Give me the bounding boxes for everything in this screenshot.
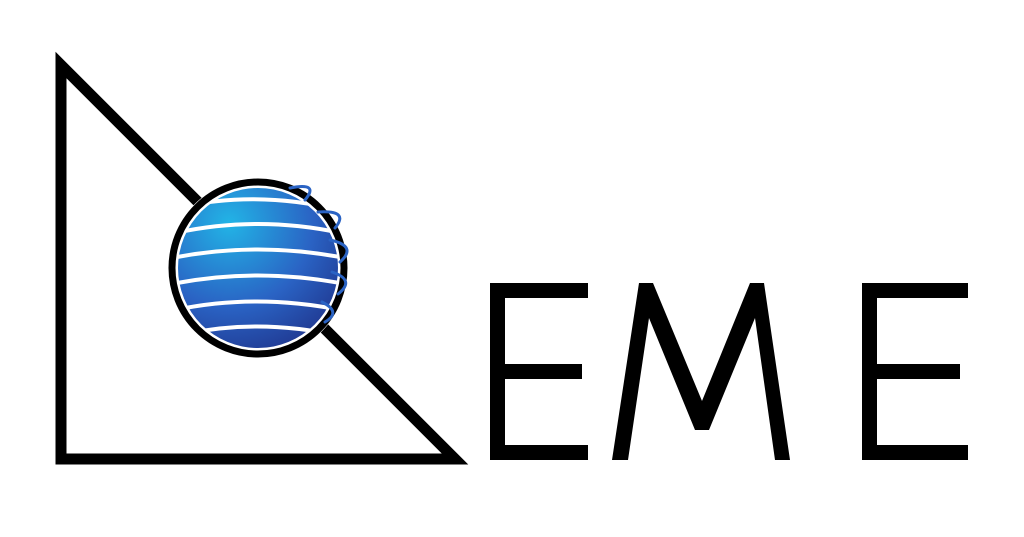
globe-icon: [176, 185, 349, 348]
wordmark-graphic: [490, 283, 968, 460]
